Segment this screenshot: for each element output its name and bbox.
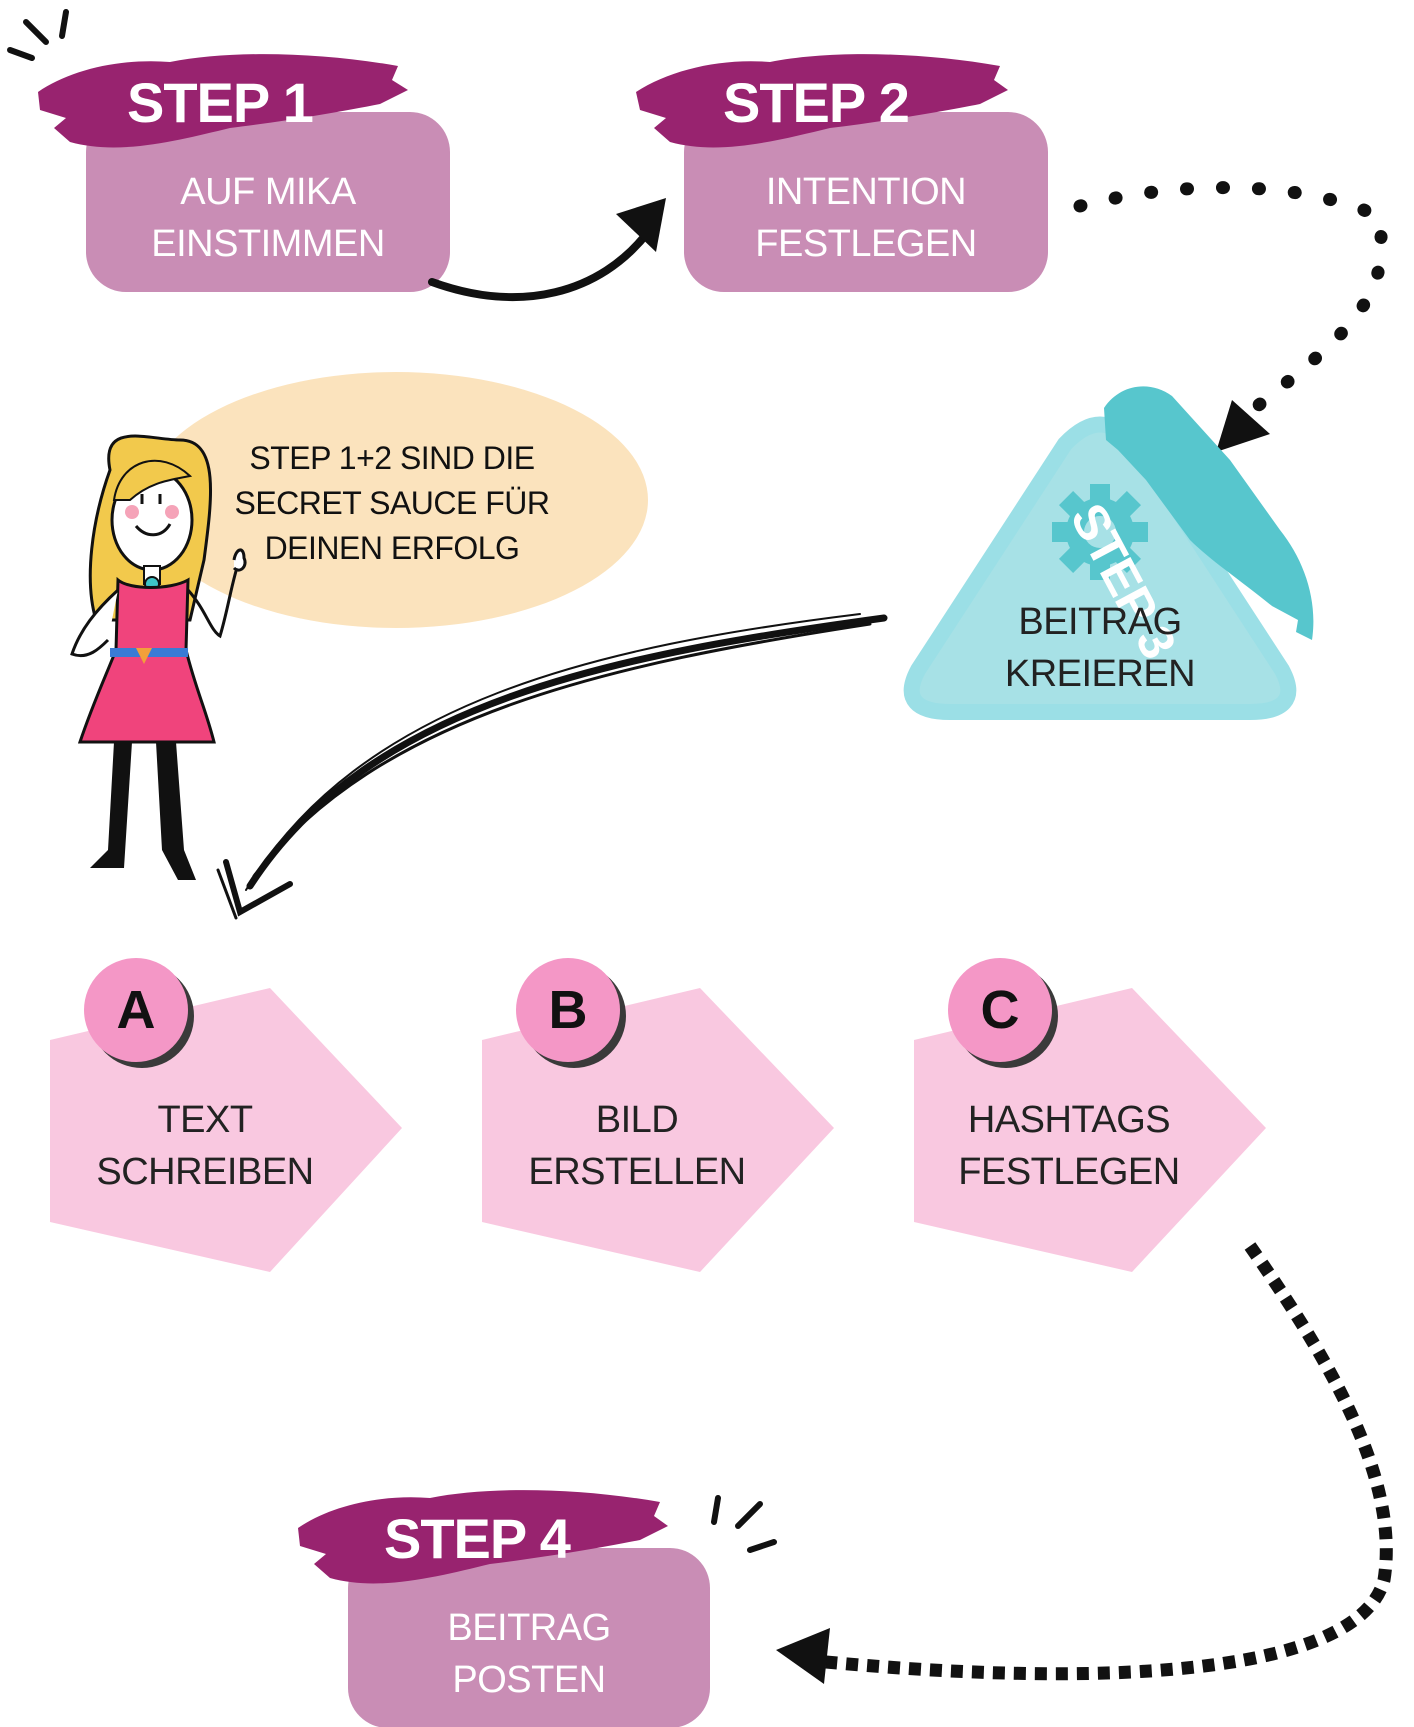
dashed-arrow-c-to-step4-head [776, 1628, 830, 1684]
dotted-arrow-step2-to-step3-head [1216, 400, 1270, 452]
dashed-arrow-c-to-step4 [825, 1242, 1393, 1681]
step2-text-line2: FESTLEGEN [755, 223, 977, 265]
substep-a-line2: SCHREIBEN [96, 1151, 314, 1193]
sketch-arrow-step3-to-a [216, 613, 888, 920]
step2-label: STEP 2 [723, 71, 910, 134]
step4-brush [298, 1490, 668, 1584]
substep-a-line1: TEXT [157, 1099, 253, 1141]
cartoon-woman-icon [70, 434, 247, 880]
substep-b-line1: BILD [595, 1099, 679, 1141]
dotted-arrow-step2-to-step3 [1073, 181, 1388, 427]
step2-brush [636, 54, 1008, 148]
substep-c-line2: FESTLEGEN [958, 1151, 1180, 1193]
substep-c-line1: HASHTAGS [967, 1099, 1171, 1141]
speech-bubble-line2: SECRET SAUCE FÜR [234, 485, 550, 521]
substep-c-badge: C [948, 958, 1052, 1062]
step4-text-line2: POSTEN [452, 1659, 606, 1701]
substep-b-badge: B [516, 958, 620, 1062]
step1-text-line2: EINSTIMMEN [151, 223, 385, 265]
step1-text-line1: AUF MIKA [180, 171, 356, 213]
speech-bubble-line1: STEP 1+2 SIND DIE [249, 440, 535, 476]
step3-text-line1: BEITRAG [1018, 601, 1182, 643]
step2-text: INTENTION FESTLEGEN [684, 166, 1048, 270]
arrow-step1-to-step2-head [616, 198, 666, 252]
substep-a-text: TEXT SCHREIBEN [60, 1094, 350, 1198]
step4-box [348, 1548, 710, 1727]
step1-brush [38, 54, 408, 148]
step3-text: BEITRAG KREIEREN [950, 596, 1250, 700]
accent-marks-top-left [7, 9, 69, 61]
speech-bubble-line3: DEINEN ERFOLG [264, 530, 520, 566]
step3-brush [1104, 386, 1314, 640]
speech-bubble [144, 372, 648, 628]
step1-text: AUF MIKA EINSTIMMEN [86, 166, 450, 270]
arrow-step1-to-step2 [428, 228, 652, 302]
substep-b-text: BILD ERSTELLEN [492, 1094, 782, 1198]
step2-box [684, 112, 1048, 292]
step4-text-line1: BEITRAG [447, 1607, 611, 1649]
step2-text-line1: INTENTION [765, 171, 967, 213]
step3-text-line2: KREIEREN [1004, 653, 1196, 695]
step4-text: BEITRAG POSTEN [348, 1602, 710, 1706]
substep-a-badge: A [84, 958, 188, 1062]
step1-box [86, 112, 450, 292]
accent-marks-step4 [711, 1495, 777, 1553]
substep-c-text: HASHTAGS FESTLEGEN [924, 1094, 1214, 1198]
step4-label: STEP 4 [384, 1507, 571, 1570]
step1-label: STEP 1 [127, 71, 314, 134]
speech-bubble-text: STEP 1+2 SIND DIE SECRET SAUCE FÜR DEINE… [200, 436, 584, 571]
gear-icon [1052, 484, 1148, 580]
substep-b-line2: ERSTELLEN [528, 1151, 746, 1193]
